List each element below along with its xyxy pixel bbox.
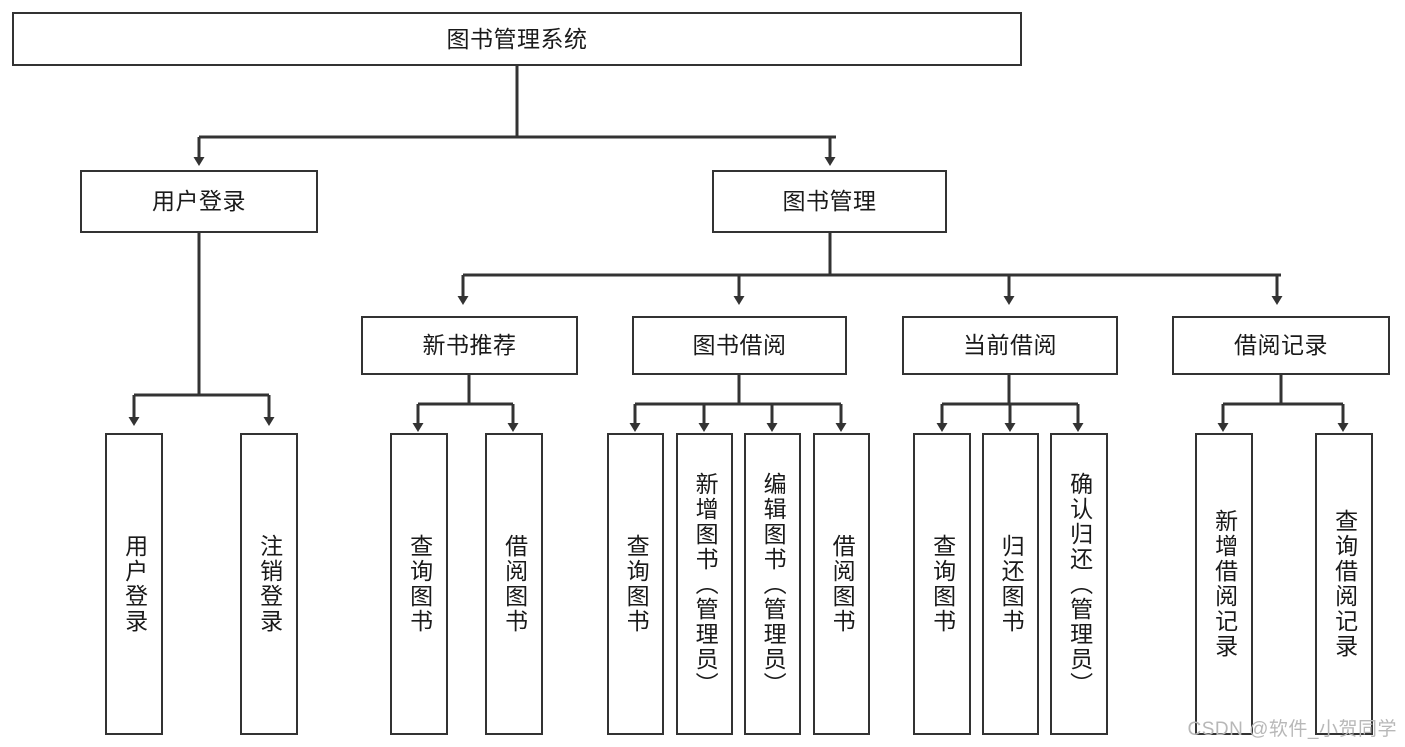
- leaf-recommend-query-book[interactable]: 查询图书: [390, 433, 448, 735]
- node-label: 用户登录: [121, 534, 148, 634]
- node-label: 借阅图书: [501, 534, 528, 634]
- leaf-current-return-book[interactable]: 归还图书: [982, 433, 1039, 735]
- leaf-user-login-login[interactable]: 用户登录: [105, 433, 163, 735]
- node-label: 图书管理: [782, 188, 877, 215]
- node-book-management[interactable]: 图书管理: [712, 170, 947, 233]
- node-label: 图书管理系统: [446, 25, 588, 52]
- node-label: 用户登录: [152, 188, 246, 215]
- leaf-borrow-borrow-book[interactable]: 借阅图书: [813, 433, 870, 735]
- csdn-watermark: CSDN @软件_小贺同学: [1187, 719, 1397, 740]
- leaf-borrow-add-book-admin[interactable]: 新增图书（管理员）: [676, 433, 733, 735]
- node-label: 借阅记录: [1234, 332, 1328, 359]
- node-label: 查询图书: [406, 534, 433, 634]
- node-label: 编辑图书（管理员）: [760, 471, 787, 697]
- node-current-borrow[interactable]: 当前借阅: [902, 316, 1118, 375]
- node-label: 新增图书（管理员）: [692, 471, 719, 697]
- leaf-user-login-logout[interactable]: 注销登录: [240, 433, 298, 735]
- leaf-record-query-record[interactable]: 查询借阅记录: [1315, 433, 1373, 735]
- node-label: 新书推荐: [422, 332, 517, 359]
- leaf-recommend-borrow-book[interactable]: 借阅图书: [485, 433, 543, 735]
- node-user-login[interactable]: 用户登录: [80, 170, 318, 233]
- leaf-current-query-book[interactable]: 查询图书: [913, 433, 971, 735]
- leaf-current-confirm-return-admin[interactable]: 确认归还（管理员）: [1050, 433, 1108, 735]
- node-borrow-record[interactable]: 借阅记录: [1172, 316, 1390, 375]
- node-new-book-recommend[interactable]: 新书推荐: [361, 316, 578, 375]
- node-label: 借阅图书: [829, 534, 856, 634]
- leaf-borrow-edit-book-admin[interactable]: 编辑图书（管理员）: [744, 433, 801, 735]
- node-root-system[interactable]: 图书管理系统: [12, 12, 1022, 66]
- node-label: 新增借阅记录: [1211, 509, 1238, 659]
- node-label: 查询图书: [623, 534, 650, 634]
- node-label: 查询借阅记录: [1331, 509, 1358, 659]
- leaf-borrow-query-book[interactable]: 查询图书: [607, 433, 664, 735]
- node-label: 查询图书: [929, 534, 956, 634]
- node-label: 注销登录: [256, 534, 283, 634]
- node-label: 当前借阅: [963, 332, 1057, 359]
- node-book-borrow[interactable]: 图书借阅: [632, 316, 847, 375]
- node-label: 图书借阅: [692, 332, 787, 359]
- node-label: 归还图书: [998, 534, 1025, 634]
- node-label: 确认归还（管理员）: [1066, 471, 1093, 697]
- leaf-record-add-record[interactable]: 新增借阅记录: [1195, 433, 1253, 735]
